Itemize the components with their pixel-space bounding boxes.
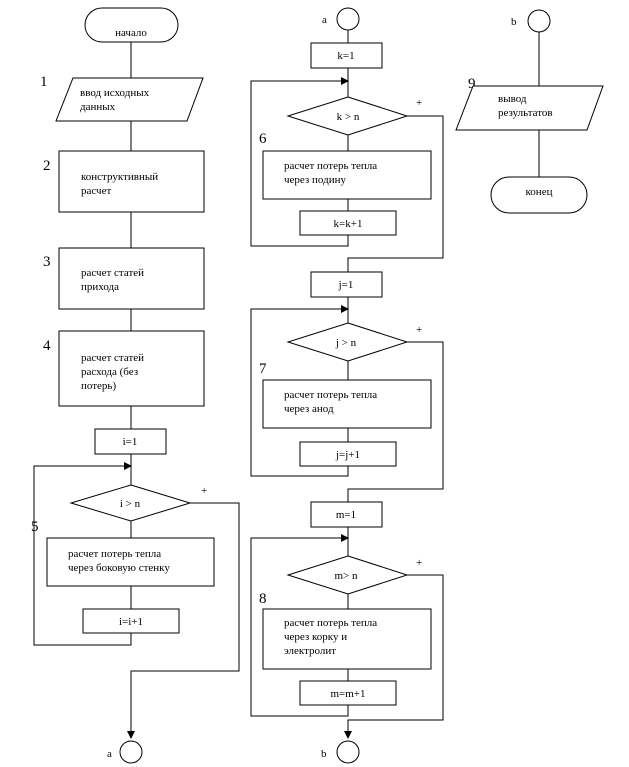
step-3-number: 3 (43, 254, 51, 270)
loop-k-init-box (310, 42, 383, 69)
crust-electrolyte-loss-box (262, 608, 432, 670)
hearth-loss-box (262, 150, 432, 200)
loop-m-init-text: m=1 (336, 509, 356, 521)
loop-m-return-arrow (250, 534, 349, 717)
anode-loss-box (262, 379, 432, 429)
loop-j-plus-sign: + (416, 324, 422, 336)
loop-k-condition-text: k > n (337, 111, 360, 123)
loop-m-condition-text: m> n (334, 570, 358, 582)
loop-m-exit-arrow (344, 574, 444, 739)
connector-a-bottom (119, 740, 143, 764)
step-4-number: 4 (43, 338, 51, 354)
side-wall-loss-box (46, 537, 215, 587)
loop-k-plus-sign: + (416, 97, 422, 109)
connector-a-top (336, 7, 360, 31)
loop-j-exit-arrow (347, 341, 444, 502)
end-terminator (490, 176, 588, 214)
loop-k-increment-box (299, 210, 397, 236)
loop-i-return-arrow (33, 462, 132, 646)
loop-j-return-arrow (250, 305, 349, 477)
loop-i-plus-sign: + (201, 485, 207, 497)
connector-b-bottom-label: b (321, 748, 327, 760)
step-5-number: 5 (31, 519, 39, 535)
loop-m-increment-text: m=m+1 (330, 688, 365, 700)
output-results-parallelogram (455, 85, 604, 131)
loop-i-increment-box (82, 608, 180, 634)
connector-b-top (527, 9, 551, 33)
loop-k-init-text: k=1 (337, 50, 354, 62)
step-7-number: 7 (259, 361, 267, 377)
step-8-number: 8 (259, 591, 267, 607)
connector-b-bottom (336, 740, 360, 764)
loop-k-return-arrow (250, 77, 349, 247)
loop-m-increment-box (299, 680, 397, 706)
loop-i-exit-arrow (127, 502, 240, 739)
loop-k-exit-arrow (347, 115, 444, 272)
loop-i-init-box (94, 428, 167, 455)
expense-items-box (58, 330, 205, 407)
step-1-number: 1 (40, 74, 48, 90)
loop-j-init-box (310, 271, 383, 298)
start-label: начало (115, 27, 147, 39)
loop-j-increment-box (299, 441, 397, 467)
step-9-number: 9 (468, 76, 476, 92)
income-items-box (58, 247, 205, 310)
loop-j-init-text: j=1 (338, 279, 354, 291)
loop-j-increment-text: j=j+1 (335, 449, 360, 461)
step-2-number: 2 (43, 158, 51, 174)
loop-m-plus-sign: + (416, 557, 422, 569)
connector-a-bottom-label: a (107, 748, 112, 760)
loop-i-init-text: i=1 (123, 436, 138, 448)
loop-m-init-box (310, 501, 383, 528)
loop-i-condition-text: i > n (120, 498, 141, 510)
loop-j-condition-text: j > n (335, 337, 357, 349)
loop-k-increment-text: k=k+1 (334, 218, 363, 230)
connector-a-top-label: a (322, 14, 327, 26)
connector-b-top-label: b (511, 16, 517, 28)
step-6-number: 6 (259, 131, 267, 147)
input-data-parallelogram (55, 77, 204, 122)
loop-i-increment-text: i=i+1 (119, 616, 143, 628)
end-label: конец (526, 186, 553, 198)
